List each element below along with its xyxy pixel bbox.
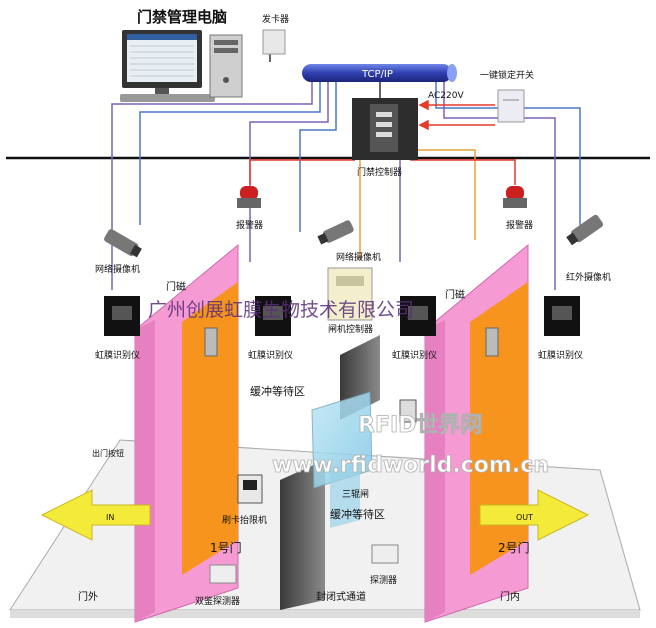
card-reader-right-icon xyxy=(399,399,417,423)
camera-mid-label: 网络摄像机 xyxy=(336,251,381,263)
power-label: AC220V xyxy=(428,91,464,101)
channel-label: 封闭式通道 xyxy=(316,590,366,603)
management-computer xyxy=(120,30,243,102)
door-bolt-left-icon xyxy=(204,327,218,357)
lock-switch-label: 一键锁定开关 xyxy=(480,69,534,81)
alarm-right-icon xyxy=(503,186,527,208)
iris-reader-3-label: 虹膜识别仪 xyxy=(392,350,437,361)
power-wires xyxy=(418,99,495,131)
detector-left-label: 双鉴探测器 xyxy=(195,595,240,607)
alarm-left-label: 报警器 xyxy=(236,219,263,231)
brand-watermark: RFID世界网 xyxy=(358,413,482,438)
company-watermark: 广州创展虹膜生物技术有限公司 xyxy=(148,299,414,321)
alarm-right-label: 报警器 xyxy=(506,219,533,231)
detector-left-icon xyxy=(209,564,237,584)
door1-label: 1号门 xyxy=(210,540,242,555)
inside-label: 门内 xyxy=(500,590,520,603)
alarm-left-icon xyxy=(237,186,261,208)
door1-orange-leaf xyxy=(182,282,238,575)
tcpip-label: TCP/IP xyxy=(361,69,393,80)
card-reader-label: 刷卡抬限机 xyxy=(222,514,267,526)
card-issuer-icon xyxy=(262,29,286,55)
camera-left-icon xyxy=(104,229,142,258)
door-bolt-right-label: 门磁 xyxy=(445,288,465,301)
partition-wall-front xyxy=(280,460,325,610)
url-watermark: www.rfidworld.com.cn xyxy=(272,453,549,478)
iris-reader-4-label: 虹膜识别仪 xyxy=(538,350,583,361)
floor-edge xyxy=(10,610,640,618)
turnstile-label: 三辊闸 xyxy=(342,488,369,500)
camera-mid-icon xyxy=(317,220,354,245)
exit-button-label: 出门按钮 xyxy=(92,448,124,458)
in-arrow-icon xyxy=(40,489,151,541)
camera-right-label: 红外摄像机 xyxy=(566,271,611,283)
iris-reader-3-icon xyxy=(400,296,436,336)
out-label: OUT xyxy=(516,513,533,522)
out-arrow-icon xyxy=(479,489,590,541)
door-bolt-left-label: 门磁 xyxy=(166,280,186,293)
gate-controller-label: 闸机控制器 xyxy=(328,323,373,335)
camera-left-label: 网络摄像机 xyxy=(95,263,140,275)
detector-right-icon xyxy=(371,544,399,564)
iris-reader-1-label: 虹膜识别仪 xyxy=(95,350,140,361)
lock-switch-icon xyxy=(497,89,525,123)
buffer-zone-top-label: 缓冲等待区 xyxy=(250,384,305,398)
card-issuer-label: 发卡器 xyxy=(262,13,289,25)
computer-title: 门禁管理电脑 xyxy=(137,8,227,26)
outside-label: 门外 xyxy=(78,590,98,603)
tcpip-bus xyxy=(302,64,457,82)
door2-orange-leaf xyxy=(470,282,528,575)
buffer-zone-bottom-label: 缓冲等待区 xyxy=(330,507,385,521)
door2-label: 2号门 xyxy=(498,540,530,555)
iris-reader-2-label: 虹膜识别仪 xyxy=(248,350,293,361)
iris-reader-2-icon xyxy=(255,296,291,336)
iris-reader-4-icon xyxy=(544,296,580,336)
in-label: IN xyxy=(106,513,114,522)
door-bolt-right-icon xyxy=(485,327,499,357)
camera-right-icon xyxy=(566,214,604,246)
access-controller-label: 门禁控制器 xyxy=(357,166,402,178)
detector-right-label: 探测器 xyxy=(370,574,397,586)
iris-reader-1-icon xyxy=(104,296,140,336)
access-controller xyxy=(352,98,418,160)
